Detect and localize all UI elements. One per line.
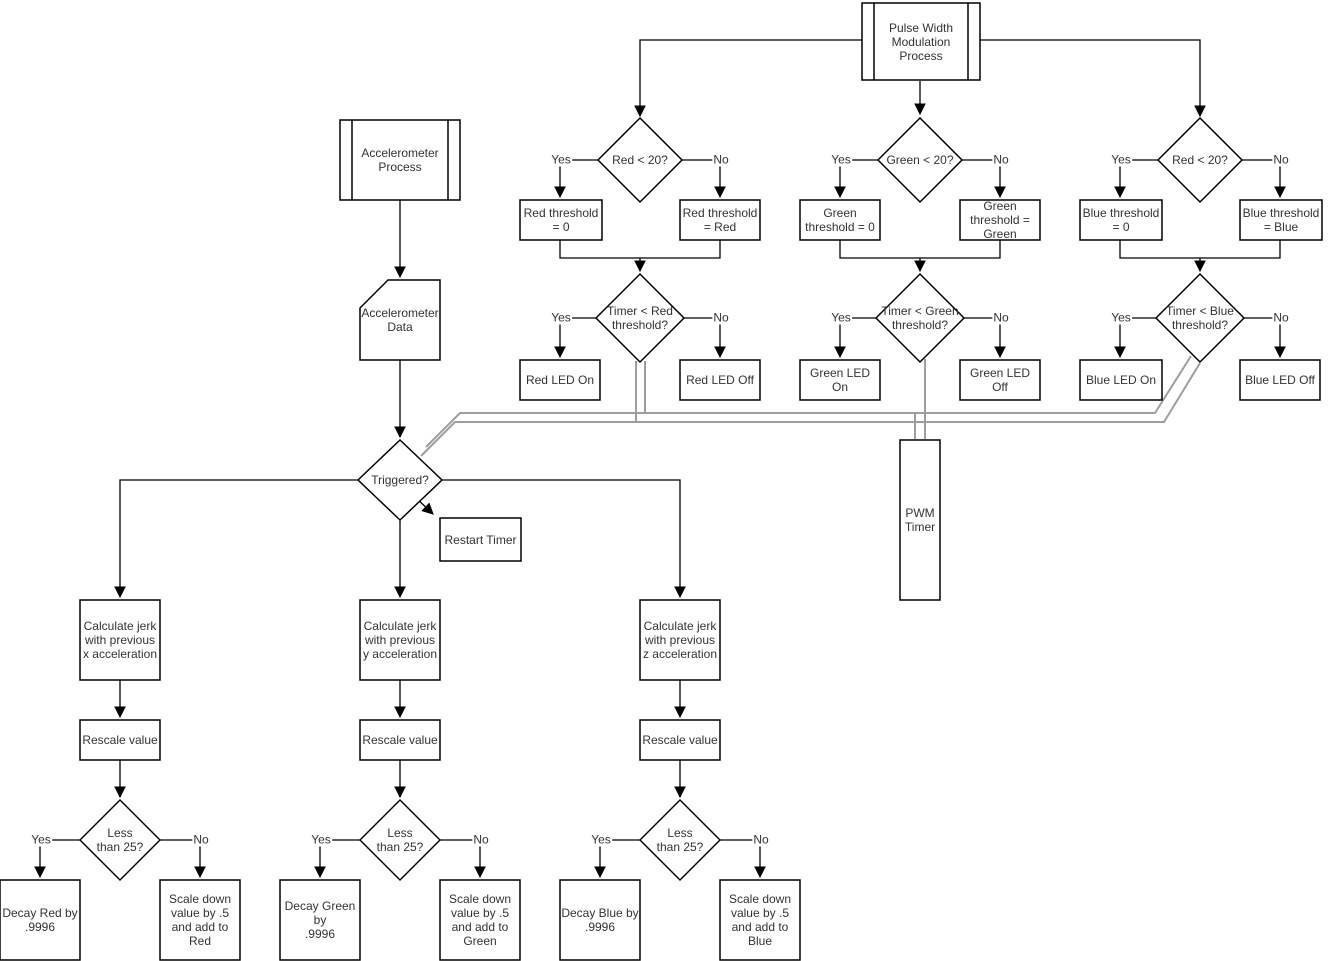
edge-less25y-yes (314, 839, 360, 879)
node-calc-jerk-z-shape (639, 599, 721, 681)
edge-less25y-no (440, 839, 486, 879)
node-less-25-z-shape (638, 798, 722, 882)
edge-less25x-no (160, 839, 206, 879)
edge-less25z-yes (594, 839, 640, 879)
node-blue-threshold-blue-shape (1239, 199, 1323, 241)
node-pwm-process-shape (861, 2, 981, 81)
node-red-led-on-shape (519, 359, 601, 401)
edge-red-merge (559, 240, 721, 259)
edge-blue-merge (1119, 240, 1281, 259)
edge-green-merge (839, 240, 1001, 259)
node-calc-jerk-x-shape (79, 599, 161, 681)
bus-line-lower (420, 362, 1201, 457)
node-triggered-shape (356, 438, 444, 522)
edge-timer-red-yes (554, 317, 596, 359)
edge-red-yes (554, 159, 598, 199)
edge-timer-blue-no (1244, 317, 1286, 359)
node-decay-green-shape (279, 879, 361, 961)
edge-green-no (962, 159, 1006, 199)
pwm-timer-bus (420, 355, 1201, 457)
edge-less25x-yes (34, 839, 80, 879)
node-red-led-off-shape (679, 359, 761, 401)
edge-timer-blue-yes (1114, 317, 1156, 359)
edge-pwm-to-blue-decision (980, 39, 1206, 118)
edge-pwm-to-red-decision (634, 39, 862, 118)
node-calc-jerk-y-shape (359, 599, 441, 681)
edge-red-no (682, 159, 726, 199)
node-red-lt-20-shape (596, 116, 684, 204)
node-blue-red-lt-20-shape (1156, 116, 1244, 204)
edge-triggered-to-jerkz (442, 479, 686, 599)
edge-triggered-to-jerkx (114, 479, 358, 599)
node-less-25-x-shape (78, 798, 162, 882)
node-accelerometer-data-shape (359, 279, 441, 361)
edge-blue-yes (1114, 159, 1158, 199)
node-blue-threshold-0-shape (1079, 199, 1163, 241)
edge-less25z-no (720, 839, 766, 879)
node-scale-green-shape (439, 879, 521, 961)
node-accelerometer-process-shape (339, 119, 461, 201)
node-red-threshold-0-shape (519, 199, 603, 241)
node-green-led-off-shape (959, 359, 1041, 401)
edge-timer-green-yes (834, 317, 876, 359)
node-blue-led-off-shape (1239, 359, 1321, 401)
node-pwm-timer-shape (899, 439, 941, 601)
edge-blue-no (1242, 159, 1286, 199)
node-rescale-y-shape (359, 719, 441, 761)
node-restart-timer-shape (439, 517, 522, 562)
node-less-25-y-shape (358, 798, 442, 882)
node-timer-blue-shape (1154, 272, 1246, 364)
node-green-threshold-green-shape (959, 199, 1041, 241)
node-red-threshold-red-shape (679, 199, 761, 241)
node-decay-blue-shape (559, 879, 641, 961)
node-rescale-z-shape (639, 719, 721, 761)
node-decay-red-shape (0, 879, 81, 961)
node-timer-red-shape (594, 272, 686, 364)
node-scale-red-shape (159, 879, 241, 961)
bus-line-upper (425, 355, 1192, 448)
node-green-led-on-shape (799, 359, 881, 401)
node-green-lt-20-shape (876, 116, 964, 204)
edge-timer-red-no (684, 317, 726, 359)
node-rescale-x-shape (79, 719, 161, 761)
edge-green-yes (834, 159, 878, 199)
node-blue-led-on-shape (1079, 359, 1163, 401)
edge-timer-green-no (964, 317, 1006, 359)
node-timer-green-shape (874, 272, 966, 364)
node-scale-blue-shape (719, 879, 801, 961)
node-green-threshold-0-shape (799, 199, 881, 241)
